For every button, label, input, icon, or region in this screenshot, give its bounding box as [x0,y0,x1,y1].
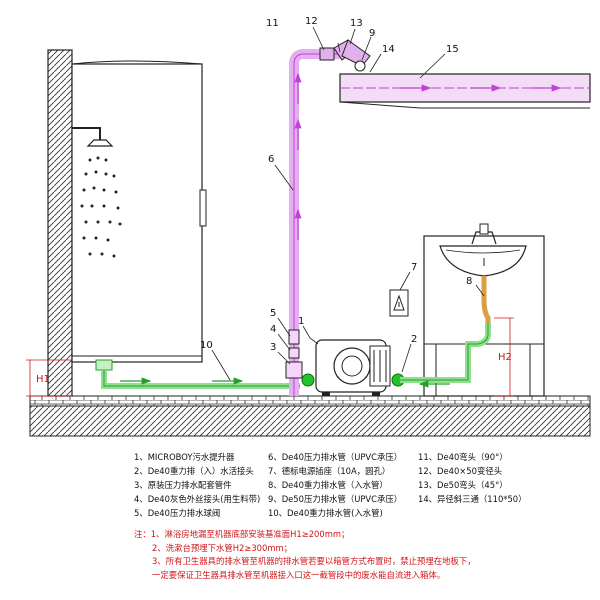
callout-1: 1 [298,316,304,327]
legend-item-12: 12、De40×50变径头 [418,466,503,476]
installation-diagram: H1 H2 1 2 3 4 5 6 7 8 9 10 11 12 13 14 1… [26,16,591,437]
dimension-h1-label: H1 [36,374,50,385]
parts-legend: 1、MICROBOY污水提升器 2、De40重力排（入）水活接头 3、原装压力排… [0,452,600,524]
legend-item-14: 14、异径斜三通（110*50） [418,494,527,504]
legend-item-1: 1、MICROBOY污水提升器 [134,452,235,462]
legend-item-10: 10、De40重力排水管(入水管) [268,508,383,518]
legend-item-13: 13、De50弯头（45°） [418,480,508,490]
callout-8: 8 [466,276,472,287]
pressure-riser-pipe-6 [289,49,340,396]
ball-valve [285,329,303,379]
note-2: 2、洗漱台预埋下水管H2≥300mm； [152,542,293,553]
callout-15: 15 [446,44,459,55]
callout-3: 3 [270,342,276,353]
legend-item-2: 2、De40重力排（入）水活接头 [134,466,254,476]
callout-2: 2 [411,334,417,345]
main-drain-pipe-15 [339,73,591,109]
gravity-pipe-10 [101,370,300,389]
callout-5: 5 [270,308,276,319]
legend-item-6: 6、De40压力排水管（UPVC承压） [268,452,403,462]
legend-item-4: 4、De40灰色外丝接头(用生料带) [134,494,261,504]
note-1: 注：1、淋浴房地漏至机器底部安装基准面H1≥200mm； [134,529,350,539]
leader-lines [211,26,485,381]
shower-head-icon [72,127,122,258]
callout-4: 4 [270,324,276,335]
pipe-fittings-top [319,39,371,72]
callout-12: 12 [305,16,318,27]
shower-enclosure [71,60,207,363]
sewage-lift-pump [315,339,391,396]
legend-item-11: 11、De40弯头（90°） [418,452,508,462]
callout-13: 13 [350,18,363,29]
note-3: 3、所有卫生器具的排水管至机器的排水管若要以暗管方式布置时，禁止预埋在地板下， [152,556,476,566]
callout-7: 7 [411,262,417,273]
installation-notes: 注：1、淋浴房地漏至机器底部安装基准面H1≥200mm； 2、洗漱台预埋下水管H… [134,528,594,582]
legend-item-7: 7、德标电源插座（10A，圆孔） [268,466,391,476]
callout-9: 9 [369,28,375,39]
legend-item-8: 8、De40重力排水管（入水管） [268,480,388,490]
callout-14: 14 [382,44,395,55]
dimension-h2-label: H2 [498,352,512,363]
floor-slab [29,395,591,437]
dimension-h2 [494,317,514,397]
pipe-joint-left [301,373,315,387]
legend-item-9: 9、De50压力排水管（UPVC承压） [268,494,403,504]
wall [47,49,73,397]
power-socket [389,289,409,317]
callout-6: 6 [268,154,274,165]
callout-10: 10 [200,340,213,351]
callout-11: 11 [266,18,279,29]
note-4: 一定要保证卫生器具排水管至机器接入口这一截管段中的废水能自流进入箱体。 [152,569,446,580]
dimension-h1 [26,359,72,397]
legend-item-5: 5、De40压力排水球阀 [134,508,221,518]
basin-drain-pipe-8 [400,276,491,388]
floor-drain [95,359,113,371]
legend-item-3: 3、原装压力排水配套管件 [134,480,232,490]
washbasin-icon [439,223,527,277]
